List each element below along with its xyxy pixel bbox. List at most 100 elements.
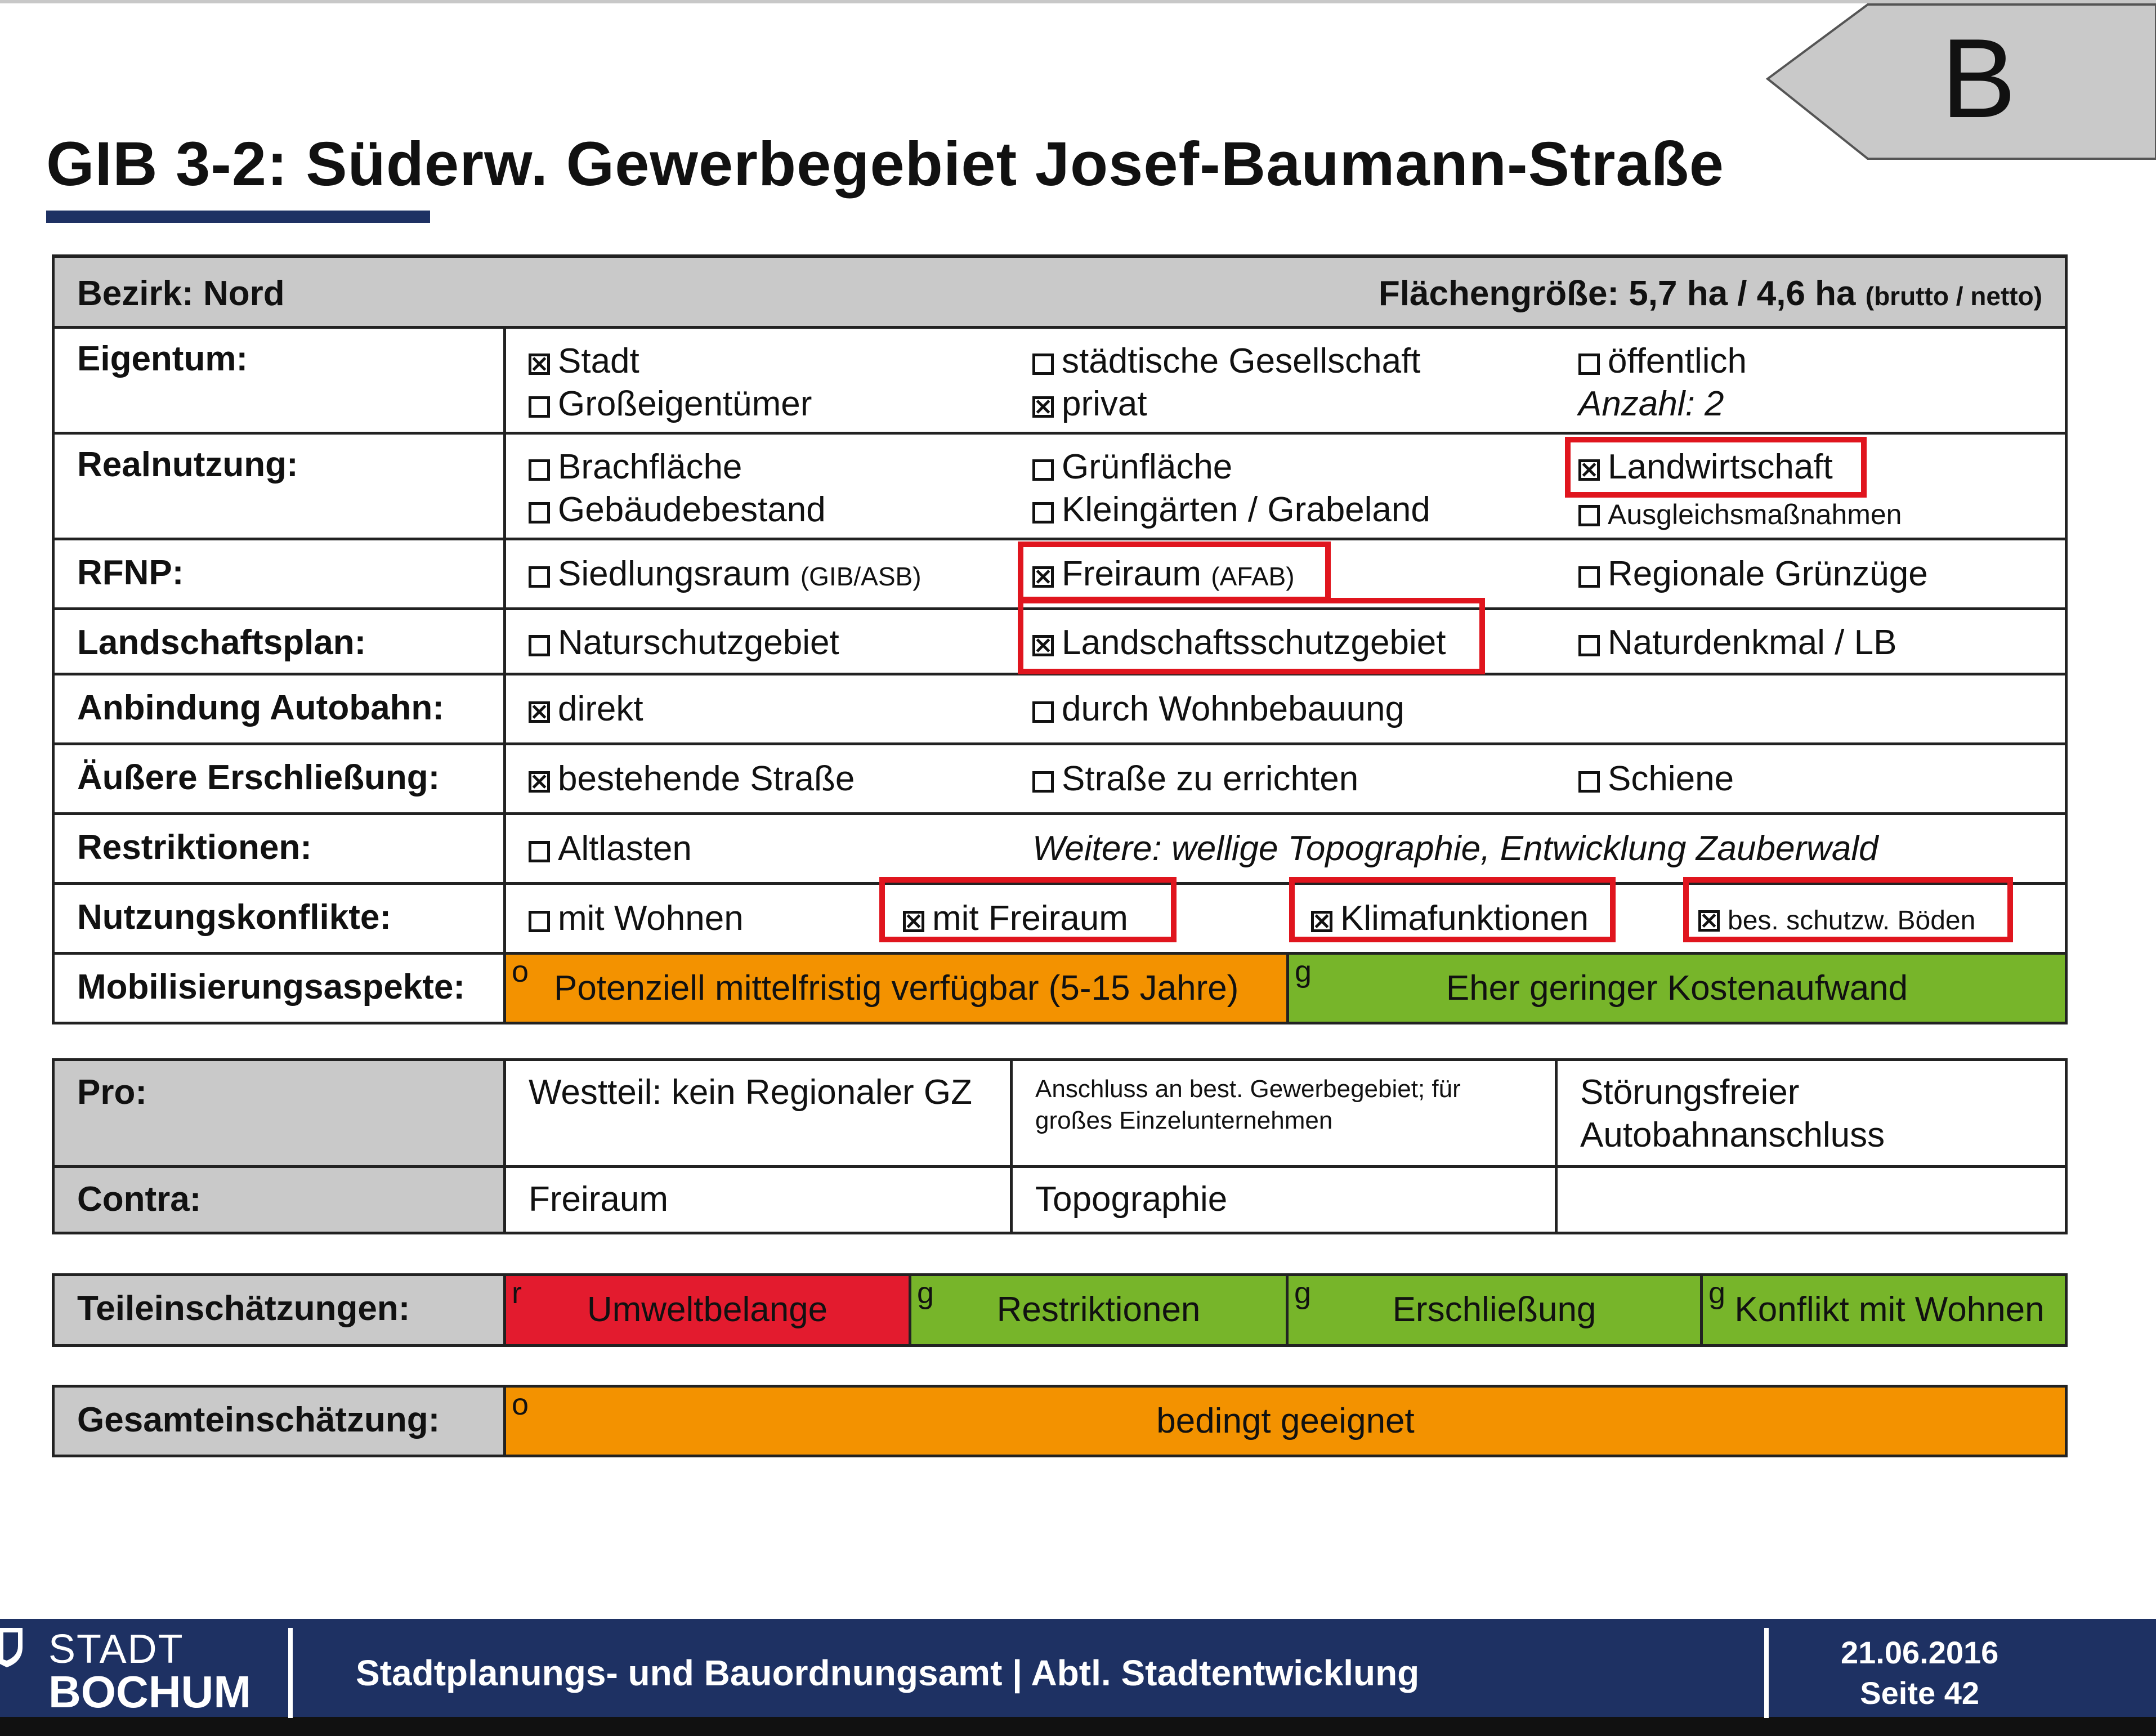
teil-erschliessung: g Erschließung — [1286, 1273, 1703, 1347]
footer-bar — [0, 1619, 2156, 1736]
badge-letter: B — [1941, 16, 2016, 141]
option-regionale-gruenzuege[interactable]: Regionale Grünzüge — [1578, 553, 1928, 596]
row-erschliessung: Äußere Erschließung: bestehende Straße S… — [52, 742, 2068, 815]
mobilisierung-availability-cell: o Potenziell mittelfristig verfügbar (5-… — [506, 954, 1286, 1022]
label-nutzungskonflikte: Nutzungskonflikte: — [52, 882, 506, 955]
checkbox-empty-icon — [1032, 353, 1054, 375]
row-landschaftsplan: Landschaftsplan: Naturschutzgebiet Lands… — [52, 607, 2068, 675]
option-landschaftsschutzgebiet[interactable]: Landschaftsschutzgebiet — [1032, 621, 1446, 664]
top-border — [0, 0, 2156, 3]
option-mit-wohnen[interactable]: mit Wohnen — [529, 897, 744, 940]
logo-bochum: BOCHUM — [48, 1667, 251, 1717]
highlight-klimafunktionen — [1289, 877, 1616, 942]
label-eigentum: Eigentum: — [52, 325, 506, 435]
label-mobilisierung: Mobilisierungsaspekte: — [52, 951, 506, 1024]
title-underline — [46, 211, 430, 223]
checkbox-empty-icon — [1578, 566, 1600, 588]
rating-mark: g — [917, 1276, 934, 1310]
label-realnutzung: Realnutzung: — [52, 431, 506, 540]
label-erschliessung: Äußere Erschließung: — [52, 742, 506, 815]
option-schutzw-boeden[interactable]: bes. schutzw. Böden — [1698, 900, 1975, 942]
label-autobahn: Anbindung Autobahn: — [52, 672, 506, 745]
teil-label: Erschließung — [1392, 1290, 1596, 1329]
option-gebaeudebestand[interactable]: Gebäudebestand — [529, 489, 826, 531]
gesamt-cell: o bedingt geeignet — [503, 1385, 2068, 1457]
option-strasse-errichten[interactable]: Straße zu errichten — [1032, 758, 1358, 800]
checkbox-checked-icon — [529, 701, 550, 723]
option-naturschutzgebiet[interactable]: Naturschutzgebiet — [529, 621, 839, 664]
option-wohnbebauung[interactable]: durch Wohnbebauung — [1032, 688, 1404, 731]
checkbox-empty-icon — [1578, 771, 1600, 793]
footer-bottom-strip — [0, 1717, 2156, 1736]
logo-stadt: STADT — [48, 1627, 184, 1672]
row-teileinschaetzungen: Teileinschätzungen: r Umweltbelange g Re… — [52, 1273, 2068, 1347]
teil-konflikt-wohnen: g Konflikt mit Wohnen — [1700, 1273, 2068, 1347]
row-contra: Contra: Freiraum Topographie — [52, 1165, 2068, 1234]
option-freiraum[interactable]: Freiraum (AFAB) — [1032, 553, 1295, 598]
mobilisierung-availability: Potenziell mittelfristig verfügbar (5-15… — [554, 968, 1239, 1008]
row-pro: Pro: Westteil: kein Regionaler GZ Anschl… — [52, 1058, 2068, 1168]
checkbox-empty-icon — [1578, 634, 1600, 656]
rating-mark: g — [1295, 954, 1312, 988]
page-title: GIB 3-2: Süderw. Gewerbegebiet Josef-Bau… — [46, 129, 1724, 199]
highlight-schutzw-boeden — [1683, 877, 2013, 942]
checkbox-empty-icon — [529, 910, 550, 932]
checkbox-checked-icon — [529, 353, 550, 375]
checkbox-empty-icon — [529, 396, 550, 418]
rating-mark: r — [512, 1276, 522, 1310]
checkbox-empty-icon — [529, 459, 550, 481]
option-ausgleichsmassnahmen[interactable]: Ausgleichsmaßnahmen — [1578, 493, 1902, 536]
row-restriktionen: Restriktionen: Altlasten Weitere: wellig… — [52, 812, 2068, 885]
label-teileinschaetzungen: Teileinschätzungen: — [52, 1273, 506, 1347]
footer-page: Seite 42 — [1860, 1675, 1979, 1711]
rating-mark: o — [512, 954, 529, 988]
option-gruenflaeche[interactable]: Grünfläche — [1032, 446, 1232, 489]
label-restriktionen: Restriktionen: — [52, 812, 506, 885]
gesamteinschaetzung-table: Gesamteinschätzung: o bedingt geeignet — [52, 1385, 2068, 1457]
option-privat[interactable]: privat — [1032, 383, 1147, 426]
highlight-landschaftsschutz — [1018, 598, 1485, 674]
option-grosseigentuemer[interactable]: Großeigentümer — [529, 383, 812, 426]
footer-organization: Stadtplanungs- und Bauordnungsamt | Abtl… — [356, 1653, 1420, 1693]
option-altlasten[interactable]: Altlasten — [529, 827, 692, 870]
checkbox-empty-icon — [529, 566, 550, 588]
option-staedtische-gesellschaft[interactable]: städtische Gesellschaft — [1032, 340, 1421, 383]
option-direkt[interactable]: direkt — [529, 688, 643, 731]
criteria-table: Bezirk: Nord Flächengröße: 5,7 ha / 4,6 … — [52, 254, 2068, 1024]
option-siedlungsraum[interactable]: Siedlungsraum (GIB/ASB) — [529, 553, 922, 598]
checkbox-empty-icon — [529, 840, 550, 862]
teileinschaetzungen-table: Teileinschätzungen: r Umweltbelange g Re… — [52, 1273, 2068, 1347]
option-bestehende-strasse[interactable]: bestehende Straße — [529, 758, 855, 800]
section-badge — [1765, 3, 2156, 160]
option-kleingaerten[interactable]: Kleingärten / Grabeland — [1032, 489, 1430, 531]
contra-3 — [1555, 1165, 2068, 1234]
option-landwirtschaft[interactable]: Landwirtschaft — [1578, 446, 1833, 489]
checkbox-empty-icon — [529, 634, 550, 656]
row-eigentum: Eigentum: Stadt Großeigentümer städtisch… — [52, 325, 2068, 435]
mobilisierung-cost: Eher geringer Kostenaufwand — [1446, 968, 1908, 1008]
option-brachflaeche[interactable]: Brachfläche — [529, 446, 742, 489]
checkbox-checked-icon — [1698, 910, 1720, 932]
checkbox-checked-icon — [1311, 910, 1332, 932]
highlight-mit-freiraum — [879, 877, 1177, 942]
rating-mark: g — [1708, 1276, 1726, 1310]
row-realnutzung: Realnutzung: Brachfläche Gebäudebestand … — [52, 431, 2068, 540]
checkbox-empty-icon — [1032, 459, 1054, 481]
option-schiene[interactable]: Schiene — [1578, 758, 1734, 800]
weitere-restriktionen: Weitere: wellige Topographie, Entwicklun… — [1032, 829, 1878, 868]
checkbox-checked-icon — [1032, 634, 1054, 656]
option-klimafunktionen[interactable]: Klimafunktionen — [1311, 897, 1589, 940]
teil-umweltbelange: r Umweltbelange — [503, 1273, 911, 1347]
checkbox-empty-icon — [529, 502, 550, 524]
option-oeffentlich[interactable]: öffentlich — [1578, 340, 1747, 383]
option-mit-freiraum[interactable]: mit Freiraum — [903, 897, 1128, 940]
teil-label: Umweltbelange — [587, 1290, 828, 1329]
option-stadt[interactable]: Stadt — [529, 340, 639, 383]
option-naturdenkmal[interactable]: Naturdenkmal / LB — [1578, 621, 1896, 664]
checkbox-checked-icon — [903, 910, 924, 932]
flaechengroesse: Flächengröße: 5,7 ha / 4,6 ha (brutto / … — [1378, 274, 2042, 313]
checkbox-empty-icon — [1032, 701, 1054, 723]
highlight-freiraum — [1018, 542, 1331, 602]
bezirk: Bezirk: Nord — [77, 274, 285, 313]
highlight-landwirtschaft — [1565, 437, 1867, 498]
